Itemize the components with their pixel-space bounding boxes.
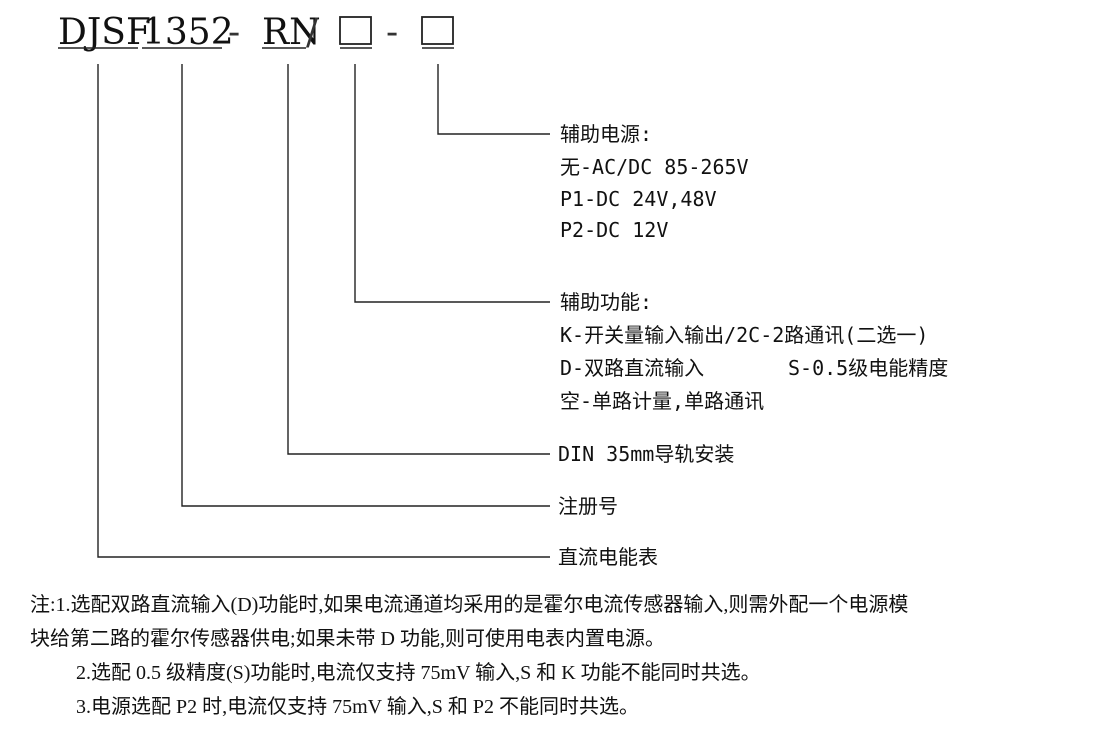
aux-function-title: 辅助功能: <box>560 290 652 314</box>
note-1-line-1: 注:1.选配双路直流输入(D)功能时,如果电流通道均采用的是霍尔电流传感器输入,… <box>30 594 909 616</box>
leader-aux-power <box>437 64 550 135</box>
aux-function-option-d: D-双路直流输入 <box>560 356 704 380</box>
aux-power-title: 辅助电源: <box>560 122 652 146</box>
aux-function-option-k: K-开关量输入输出/2C-2路通讯(二选一) <box>560 323 928 347</box>
code-function-box <box>339 16 372 45</box>
note-1-line-2: 块给第二路的霍尔传感器供电;如果未带 D 功能,则可使用电表内置电源。 <box>30 628 665 650</box>
aux-function-option-s: S-0.5级电能精度 <box>788 356 948 380</box>
aux-power-option-p2: P2-DC 12V <box>560 218 668 242</box>
notes-section: 注:1.选配双路直流输入(D)功能时,如果电流通道均采用的是霍尔电流传感器输入,… <box>30 588 1100 724</box>
leader-aux-function <box>354 64 550 303</box>
aux-power-option-p1: P1-DC 24V,48V <box>560 187 717 211</box>
code-rn: RN <box>262 12 321 53</box>
code-power-box <box>421 16 454 45</box>
code-dash-1: - <box>228 12 240 53</box>
rn-description: DIN 35mm导轨安装 <box>558 442 734 466</box>
aux-function-option-empty: 空-单路计量,单路通讯 <box>560 389 764 413</box>
note-2: 2.选配 0.5 级精度(S)功能时,电流仅支持 75mV 输入,S 和 K 功… <box>76 662 761 684</box>
code-1352: 1352 <box>142 12 234 53</box>
leader-rn <box>287 64 550 455</box>
registration-description: 注册号 <box>558 494 618 518</box>
djsf-description: 直流电能表 <box>558 545 658 569</box>
aux-power-option-ac-dc: 无-AC/DC 85-265V <box>560 155 749 179</box>
leader-djsf <box>97 64 550 558</box>
note-3: 3.电源选配 P2 时,电流仅支持 75mV 输入,S 和 P2 不能同时共选。 <box>76 696 640 718</box>
leader-registration <box>181 64 550 507</box>
code-dash-2: - <box>386 12 398 53</box>
model-code-diagram: DJSF 1352 - RN / - 辅助电源: 无-AC/DC 85-265V… <box>58 12 948 569</box>
code-slash: / <box>306 12 319 53</box>
code-djsf: DJSF <box>58 12 151 53</box>
